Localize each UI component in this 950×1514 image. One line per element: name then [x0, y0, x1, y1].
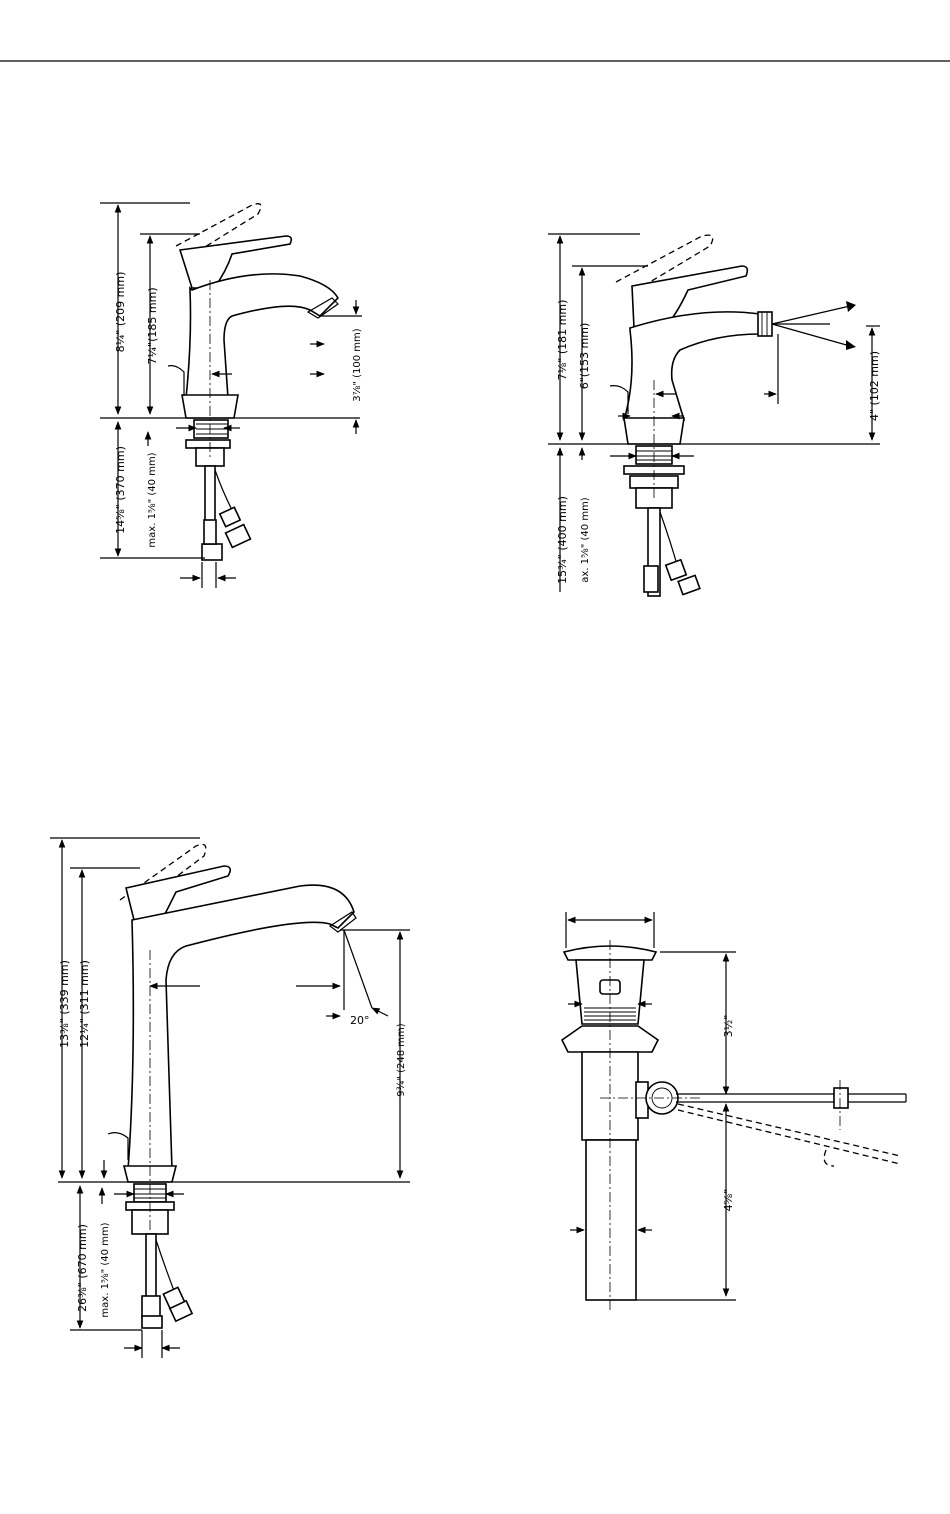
dim-spray-height: 4" (102 mm)	[868, 351, 881, 421]
figure-basin-faucet-tall: 13⅜" (339 mm) 12¼" (311 mm) 9¾" (248 mm)…	[50, 838, 410, 1358]
dim-upper-height-label: 3½"	[722, 1015, 735, 1038]
dim-max-deck: ax. 1⅝" (40 mm)	[580, 497, 591, 583]
faucet-body	[186, 274, 338, 398]
dim-hose-length: 14⅝" (370 mm)	[114, 446, 127, 534]
faucet-body	[128, 885, 354, 1170]
dim-lever-height: 12¼" (311 mm)	[78, 960, 91, 1048]
faucet-body	[624, 312, 760, 420]
dim-spout-height: 6"(153 mm)	[578, 323, 591, 390]
dim-max-deck: max. 1⅝" (40 mm)	[147, 452, 158, 547]
dim-overall-height: 7⅛" (181 mm)	[556, 300, 569, 381]
dim-overall-height: 8¼" (209 mm)	[114, 272, 127, 353]
dim-max-deck: max. 1⅝" (40 mm)	[100, 1222, 111, 1317]
dim-spout-height: 7¼"(185 mm)	[146, 287, 159, 364]
dim-spout-reach: 3⅞" (100 mm)	[352, 328, 363, 401]
dim-overall-height: 13⅜" (339 mm)	[58, 960, 71, 1048]
figure-basin-faucet-small: 8¼" (209 mm) 7¼"(185 mm) 3⅞" (100 mm) 14…	[100, 203, 363, 588]
dim-spray-angle: 20°	[350, 1014, 370, 1027]
dim-hose-length: 15¾" (400 mm)	[556, 496, 569, 584]
figure-pop-up-drain: 3½" 4⅝"	[562, 912, 906, 1310]
figure-bidet-faucet: 7⅛" (181 mm) 6"(153 mm) 4" (102 mm) 15¾"…	[548, 234, 881, 596]
dim-spout-height: 9¾" (248 mm)	[396, 1023, 407, 1096]
dim-hose-length: 26⅜" (670 mm)	[76, 1224, 89, 1312]
dim-lower-height-label: 4⅝"	[722, 1189, 735, 1212]
